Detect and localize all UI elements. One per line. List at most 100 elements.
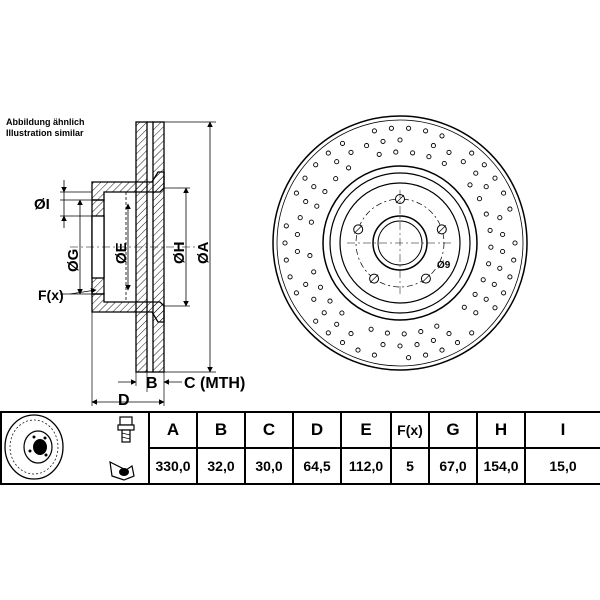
header-g: G bbox=[428, 411, 478, 449]
drill-hole bbox=[311, 296, 317, 302]
drill-hole bbox=[430, 337, 436, 343]
value-a: 330,0 bbox=[148, 447, 198, 485]
drill-hole bbox=[488, 244, 494, 250]
drill-hole bbox=[313, 318, 319, 324]
drill-hole bbox=[333, 176, 339, 182]
label-h: ØH bbox=[171, 242, 188, 265]
drill-hole bbox=[327, 298, 333, 304]
drill-hole bbox=[339, 340, 346, 346]
drill-hole bbox=[446, 331, 452, 337]
drill-hole bbox=[371, 128, 377, 134]
drill-hole bbox=[461, 304, 467, 310]
bolt-hole-mark bbox=[437, 225, 447, 234]
value-e: 112,0 bbox=[340, 447, 392, 485]
drill-hole bbox=[308, 219, 314, 225]
drill-hole bbox=[303, 281, 309, 287]
drill-hole bbox=[423, 128, 429, 134]
drill-hole bbox=[476, 196, 483, 202]
drill-hole bbox=[507, 274, 513, 280]
section-view: ØI ØG ØE ØH ØA F(x) B C (MTH) D bbox=[34, 121, 245, 409]
label-f: F(x) bbox=[38, 287, 64, 303]
value-d: 64,5 bbox=[292, 447, 342, 485]
drill-hole bbox=[434, 323, 440, 329]
front-view: Ø9 bbox=[272, 115, 528, 371]
drill-hole bbox=[441, 160, 447, 167]
drill-hole bbox=[346, 165, 352, 171]
drill-hole bbox=[446, 149, 452, 155]
header-d: D bbox=[292, 411, 342, 449]
label-i: ØI bbox=[34, 196, 50, 213]
illustration-note-de: Abbildung ähnlich bbox=[6, 117, 85, 127]
drill-hole bbox=[355, 347, 361, 353]
drill-hole bbox=[483, 184, 489, 190]
drill-hole bbox=[497, 265, 503, 271]
drill-hole bbox=[311, 269, 317, 275]
disc-outer-edge bbox=[272, 115, 528, 371]
drill-hole bbox=[348, 331, 354, 337]
drill-hole bbox=[501, 190, 507, 196]
drill-hole bbox=[481, 162, 487, 168]
drill-hole bbox=[487, 227, 493, 233]
drill-hole bbox=[339, 140, 346, 146]
drill-hole bbox=[283, 257, 289, 263]
drill-hole bbox=[376, 151, 382, 157]
drill-hole bbox=[397, 343, 403, 349]
header-f: F(x) bbox=[390, 411, 430, 449]
value-g: 67,0 bbox=[428, 447, 478, 485]
drill-hole bbox=[406, 355, 412, 361]
drill-hole bbox=[311, 184, 317, 190]
drill-hole bbox=[322, 189, 328, 195]
drill-hole bbox=[283, 223, 289, 229]
drill-hole bbox=[384, 330, 390, 336]
drill-hole bbox=[507, 206, 513, 212]
table-header-row: A B C D E F(x) G H I bbox=[0, 411, 600, 485]
value-i: 15,0 bbox=[524, 447, 600, 485]
drill-hole bbox=[418, 329, 424, 335]
drill-hole bbox=[439, 133, 445, 139]
drill-hole bbox=[325, 150, 331, 156]
drill-hole bbox=[410, 150, 416, 156]
drill-hole bbox=[491, 281, 497, 287]
friction-ring-inner-edge bbox=[322, 165, 478, 321]
label-d: D bbox=[118, 392, 130, 409]
drill-hole bbox=[294, 231, 300, 238]
drill-hole bbox=[501, 290, 507, 296]
drill-hole bbox=[480, 277, 486, 283]
drill-hole bbox=[473, 310, 479, 316]
drill-hole bbox=[483, 211, 489, 217]
bolt-hole-mark bbox=[395, 194, 405, 204]
drill-hole bbox=[364, 143, 370, 149]
drill-hole bbox=[293, 190, 299, 196]
drill-hole bbox=[321, 310, 327, 316]
bolt-hole-mark bbox=[353, 225, 363, 234]
drill-hole bbox=[472, 291, 478, 297]
drill-hole bbox=[380, 342, 386, 348]
drill-hole bbox=[460, 159, 466, 165]
label-g: ØG bbox=[65, 249, 82, 272]
drill-hole bbox=[414, 342, 420, 348]
drill-hole bbox=[287, 274, 293, 280]
drill-hole bbox=[483, 296, 489, 302]
drill-hole bbox=[348, 149, 354, 155]
drill-hole bbox=[397, 137, 403, 143]
drill-hole bbox=[423, 352, 429, 358]
header-i: I bbox=[524, 411, 600, 449]
label-a: ØA bbox=[195, 241, 212, 264]
label-e: ØE bbox=[113, 242, 130, 264]
value-h: 154,0 bbox=[476, 447, 526, 485]
drill-hole bbox=[302, 175, 308, 181]
drill-hole bbox=[473, 170, 479, 176]
drill-hole bbox=[439, 347, 445, 353]
drill-hole bbox=[393, 149, 399, 155]
drill-hole bbox=[497, 215, 503, 221]
header-c: C bbox=[244, 411, 294, 449]
value-f: 5 bbox=[390, 447, 430, 485]
icon-cell bbox=[0, 411, 150, 485]
drill-hole bbox=[500, 231, 506, 238]
drill-hole bbox=[469, 330, 475, 336]
drill-hole bbox=[317, 284, 324, 290]
hat-edge bbox=[339, 182, 461, 304]
label-b: B bbox=[146, 375, 158, 392]
illustration-note-en: Illustration similar bbox=[6, 128, 84, 138]
